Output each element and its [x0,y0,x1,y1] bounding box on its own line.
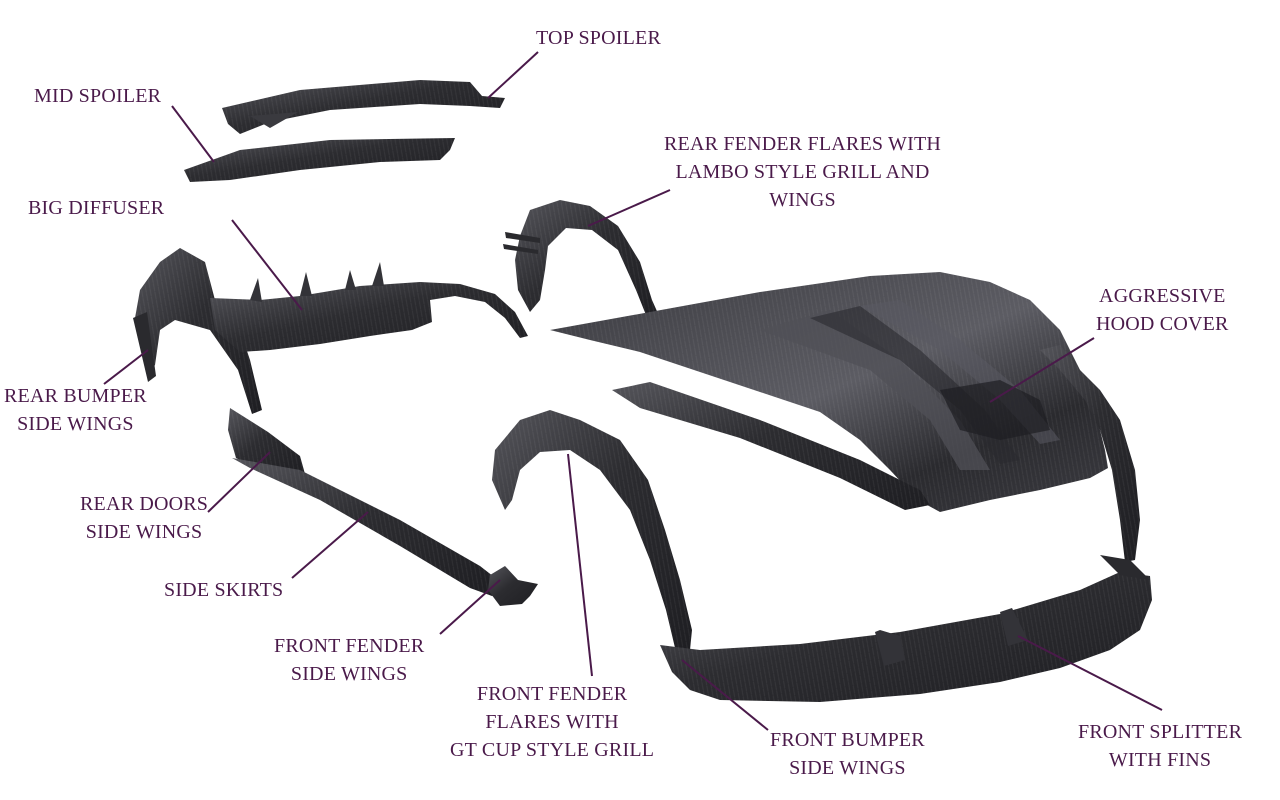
label-front-fender-flares-line-3: GT CUP STYLE GRILL [450,739,655,761]
label-aggressive-hood-line-1: AGGRESSIVE [1099,285,1226,307]
label-rear-fender-flares-line-2: LAMBO STYLE GRILL AND [675,161,930,183]
label-front-bumper-line-1: FRONT BUMPER [770,729,925,751]
mid-spoiler-part [184,138,455,182]
big-diffuser-part [210,262,528,352]
rear-left-fender-part [133,248,262,414]
leader-side-skirts [291,511,369,579]
label-rear-bumper-line-1: REAR BUMPER [4,385,147,407]
leader-lines [103,51,1163,731]
leader-top-spoiler [487,51,539,99]
label-aggressive-hood: AGGRESSIVE HOOD COVER [1096,282,1229,338]
leader-rear-bumper-side-wings [103,349,149,385]
front-fender-side-wing-part [488,566,538,606]
label-mid-spoiler-text: MID SPOILER [34,85,162,107]
rear-right-fender-part [503,200,660,320]
label-rear-doors-side-wings: REAR DOORS SIDE WINGS [80,490,208,546]
leader-front-fender-side-wings [439,579,501,635]
label-big-diffuser: BIG DIFFUSER [28,194,164,222]
label-top-spoiler: TOP SPOILER [536,24,661,52]
label-rear-bumper-line-2: SIDE WINGS [17,413,134,435]
leader-aggressive-hood [989,337,1095,403]
label-front-splitter-line-2: WITH FINS [1108,749,1212,771]
hood-side-strip-part [612,382,930,510]
label-front-fender-side-wings: FRONT FENDER SIDE WINGS [274,632,424,688]
rear-door-side-wing-part [228,408,305,474]
label-front-splitter-line-1: FRONT SPLITTER [1078,721,1243,743]
label-front-bumper-line-2: SIDE WINGS [789,757,906,779]
label-rear-bumper-side-wings: REAR BUMPER SIDE WINGS [4,382,147,438]
leader-rear-fender-flares [587,189,671,227]
label-front-splitter: FRONT SPLITTER WITH FINS [1078,718,1242,774]
label-rear-fender-flares-line-1: REAR FENDER FLARES WITH [664,133,942,155]
label-front-bumper-side-wings: FRONT BUMPER SIDE WINGS [770,726,925,782]
label-top-spoiler-text: TOP SPOILER [536,27,662,49]
leader-rear-doors-side-wings [207,451,271,513]
front-right-fender-part [1040,345,1140,562]
label-rear-doors-line-1: REAR DOORS [80,493,209,515]
top-spoiler-part [222,80,505,134]
leader-front-fender-flares [567,453,593,677]
label-front-fender-wings-line-2: SIDE WINGS [290,663,408,685]
leader-mid-spoiler [171,105,215,163]
label-rear-fender-flares-line-3: WINGS [769,189,836,211]
front-splitter-part [660,555,1152,702]
leader-front-bumper-side-wings [681,659,769,731]
label-front-fender-flares-line-2: FLARES WITH [485,711,619,733]
label-rear-fender-flares: REAR FENDER FLARES WITH LAMBO STYLE GRIL… [664,130,941,214]
label-aggressive-hood-line-2: HOOD COVER [1096,313,1229,335]
label-front-fender-flares: FRONT FENDER FLARES WITH GT CUP STYLE GR… [450,680,654,764]
label-front-fender-flares-line-1: FRONT FENDER [476,683,628,705]
label-side-skirts: SIDE SKIRTS [164,576,283,604]
leader-big-diffuser [231,219,303,311]
side-skirt-part [232,458,505,596]
label-front-fender-wings-line-1: FRONT FENDER [274,635,425,657]
front-fender-flare-part [492,410,692,652]
label-mid-spoiler: MID SPOILER [34,82,161,110]
label-rear-doors-line-2: SIDE WINGS [85,521,203,543]
leader-front-splitter [1017,635,1163,711]
hood-cover-part [550,272,1108,512]
label-big-diffuser-text: BIG DIFFUSER [28,197,165,219]
label-side-skirts-text: SIDE SKIRTS [164,579,284,601]
